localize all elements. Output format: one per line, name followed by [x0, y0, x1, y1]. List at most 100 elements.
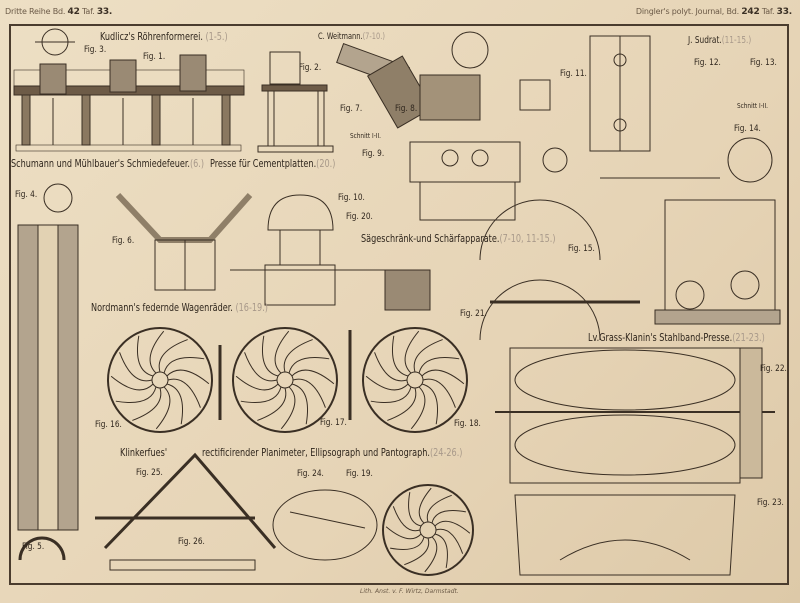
- fig-5-label: Fig. 5.: [22, 542, 45, 552]
- wheel-spring-spoke: [291, 383, 309, 425]
- header-left-plate: 33.: [96, 7, 113, 17]
- fig14-drawing: [600, 137, 781, 325]
- fig-6-label: Fig. 6.: [112, 236, 135, 246]
- fig-10-label: Fig. 10.: [338, 193, 365, 203]
- wheel-spring-spoke: [385, 526, 422, 540]
- wheel-spring-spoke: [110, 375, 154, 391]
- fig-15-label: Fig. 15.: [568, 244, 595, 254]
- wheel-spring-spoke: [166, 369, 210, 385]
- wheel-spring-spoke: [418, 487, 432, 524]
- header-left: Dritte Reihe Bd. 42 Taf. 33.: [5, 7, 112, 17]
- wheel-spring-spoke: [422, 378, 456, 408]
- section-title-kudlicz: Kudlicz's Röhrenformerei. (1-5.): [100, 30, 228, 43]
- fig-17-label: Fig. 17.: [320, 418, 347, 428]
- wheel-spring-spoke: [431, 510, 466, 524]
- header-left-prefix: Dritte Reihe Bd.: [5, 7, 66, 16]
- fig16-wheel: [107, 327, 213, 433]
- wheel-spring-spoke: [434, 520, 471, 534]
- fig-2-label: Fig. 2.: [299, 63, 322, 73]
- fig20-drawing: [230, 194, 431, 311]
- wheel-spring-spoke: [261, 335, 279, 377]
- wheel-spring-spoke: [404, 537, 430, 566]
- fig22-drawing: [495, 347, 775, 576]
- wheel-spring-spoke: [365, 375, 409, 391]
- fig19-wheel: [382, 484, 474, 576]
- wheel-spring-spoke: [434, 533, 448, 568]
- fig-4-label: Fig. 4.: [15, 190, 38, 200]
- fig-18-label: Fig. 18.: [454, 419, 481, 429]
- wheel-spring-spoke: [158, 339, 188, 373]
- wheel-spring-spoke: [235, 375, 279, 391]
- wheel-spring-spoke: [288, 356, 330, 374]
- section-title-grass-klanin: Lv.Grass-Klanin's Stahlband-Presse.(21-2…: [588, 331, 765, 344]
- wheel-spring-spoke: [404, 330, 420, 374]
- fig-12-label: Fig. 12.: [694, 58, 721, 68]
- section-title-klinkerfues: Klinkerfues': [120, 446, 168, 459]
- header-right-plate: 33.: [776, 7, 793, 17]
- header-right-prefix: Dingler's polyt. Journal, Bd.: [635, 7, 739, 16]
- fig-22-label: Fig. 22.: [760, 364, 787, 374]
- fig-11-label: Fig. 11.: [560, 69, 587, 79]
- wheel-spring-spoke: [413, 339, 443, 373]
- wheel-spring-spoke: [391, 335, 409, 377]
- wheel-spring-spoke: [280, 386, 296, 430]
- wheel-spring-spoke: [424, 536, 438, 573]
- section-title-planimeter: rectificirender Planimeter, Ellipsograph…: [202, 446, 463, 459]
- section-title-sudrat: J. Sudrat.(11-15.): [688, 35, 752, 46]
- wheel-spring-spoke: [421, 369, 465, 385]
- fig1-drawing: [13, 28, 245, 152]
- section-title-presse: Presse für Cementplatten.(20.): [210, 157, 336, 170]
- header-right: Dingler's polyt. Journal, Bd. 242 Taf. 3…: [636, 7, 792, 17]
- header-left-plate-prefix: Taf.: [82, 7, 95, 16]
- wheel-spring-spoke: [374, 352, 408, 382]
- wheel-spring-spoke: [370, 386, 412, 404]
- fig-8-label: Fig. 8.: [395, 104, 418, 114]
- wheel-spring-spoke: [244, 352, 278, 382]
- fig11-drawing: [589, 35, 651, 152]
- wheel-spring-spoke: [392, 506, 421, 532]
- section-title-nordmann: Nordmann's federnde Wagenräder. (16-19.): [91, 301, 268, 314]
- fig-19-label: Fig. 19.: [346, 469, 373, 479]
- wheel-spring-spoke: [274, 330, 290, 374]
- fig-16-label: Fig. 16.: [95, 420, 122, 430]
- fig-25-label: Fig. 25.: [136, 468, 163, 478]
- wheel-spring-spoke: [132, 387, 162, 421]
- wheel-spring-spoke: [426, 494, 452, 523]
- fig25-drawing: [95, 452, 277, 571]
- fig-26-label: Fig. 26.: [178, 537, 205, 547]
- fig4-drawing: [17, 183, 79, 561]
- fig21-drawing: [479, 199, 640, 341]
- fig-24-label: Fig. 24.: [297, 469, 324, 479]
- fig-14-label: Fig. 14.: [734, 124, 761, 134]
- fig8-drawing: [336, 31, 551, 129]
- fig10-drawing: [409, 141, 568, 221]
- wheel-spring-spoke: [390, 536, 425, 550]
- schnitt-label-fig7: Schnitt I-II.: [350, 132, 381, 140]
- wheel-spring-spoke: [136, 335, 154, 377]
- wheel-spring-spoke: [418, 356, 460, 374]
- fig-21-label: Fig. 21.: [460, 309, 487, 319]
- wheel-spring-spoke: [163, 356, 205, 374]
- wheel-spring-spoke: [435, 528, 464, 554]
- wheel-spring-spoke: [166, 383, 184, 425]
- wheel-spring-spoke: [257, 387, 287, 421]
- wheel-spring-spoke: [408, 492, 422, 527]
- header-right-plate-prefix: Taf.: [761, 7, 775, 16]
- header-right-volume: 242: [741, 7, 760, 17]
- section-title-weitmann: C. Weitmann.(7-10.): [318, 32, 385, 42]
- fig-9-label: Fig. 9.: [362, 149, 385, 159]
- wheel-spring-spoke: [115, 386, 157, 404]
- fig-1-label: Fig. 1.: [143, 52, 166, 62]
- lithographer-credit: Lith. Anst. v. F. Wirtz, Darmstadt.: [360, 588, 459, 595]
- fig-13-label: Fig. 13.: [750, 58, 777, 68]
- schnitt-label-fig13: Schnitt I-II.: [737, 102, 768, 110]
- fig24-drawing: [272, 489, 378, 561]
- fig6-drawing: [115, 192, 253, 291]
- wheel-spring-spoke: [283, 339, 313, 373]
- fig2-drawing: [257, 51, 334, 153]
- fig-23-label: Fig. 23.: [757, 498, 784, 508]
- wheel-spring-spoke: [167, 378, 201, 408]
- section-title-schumann: Schumann und Mühlbauer's Schmiedefeuer.(…: [11, 157, 205, 170]
- wheel-spring-spoke: [291, 369, 335, 385]
- section-title-saegeschraenk: Sägeschränk-und Schärfapparate.(7-10, 11…: [361, 232, 556, 245]
